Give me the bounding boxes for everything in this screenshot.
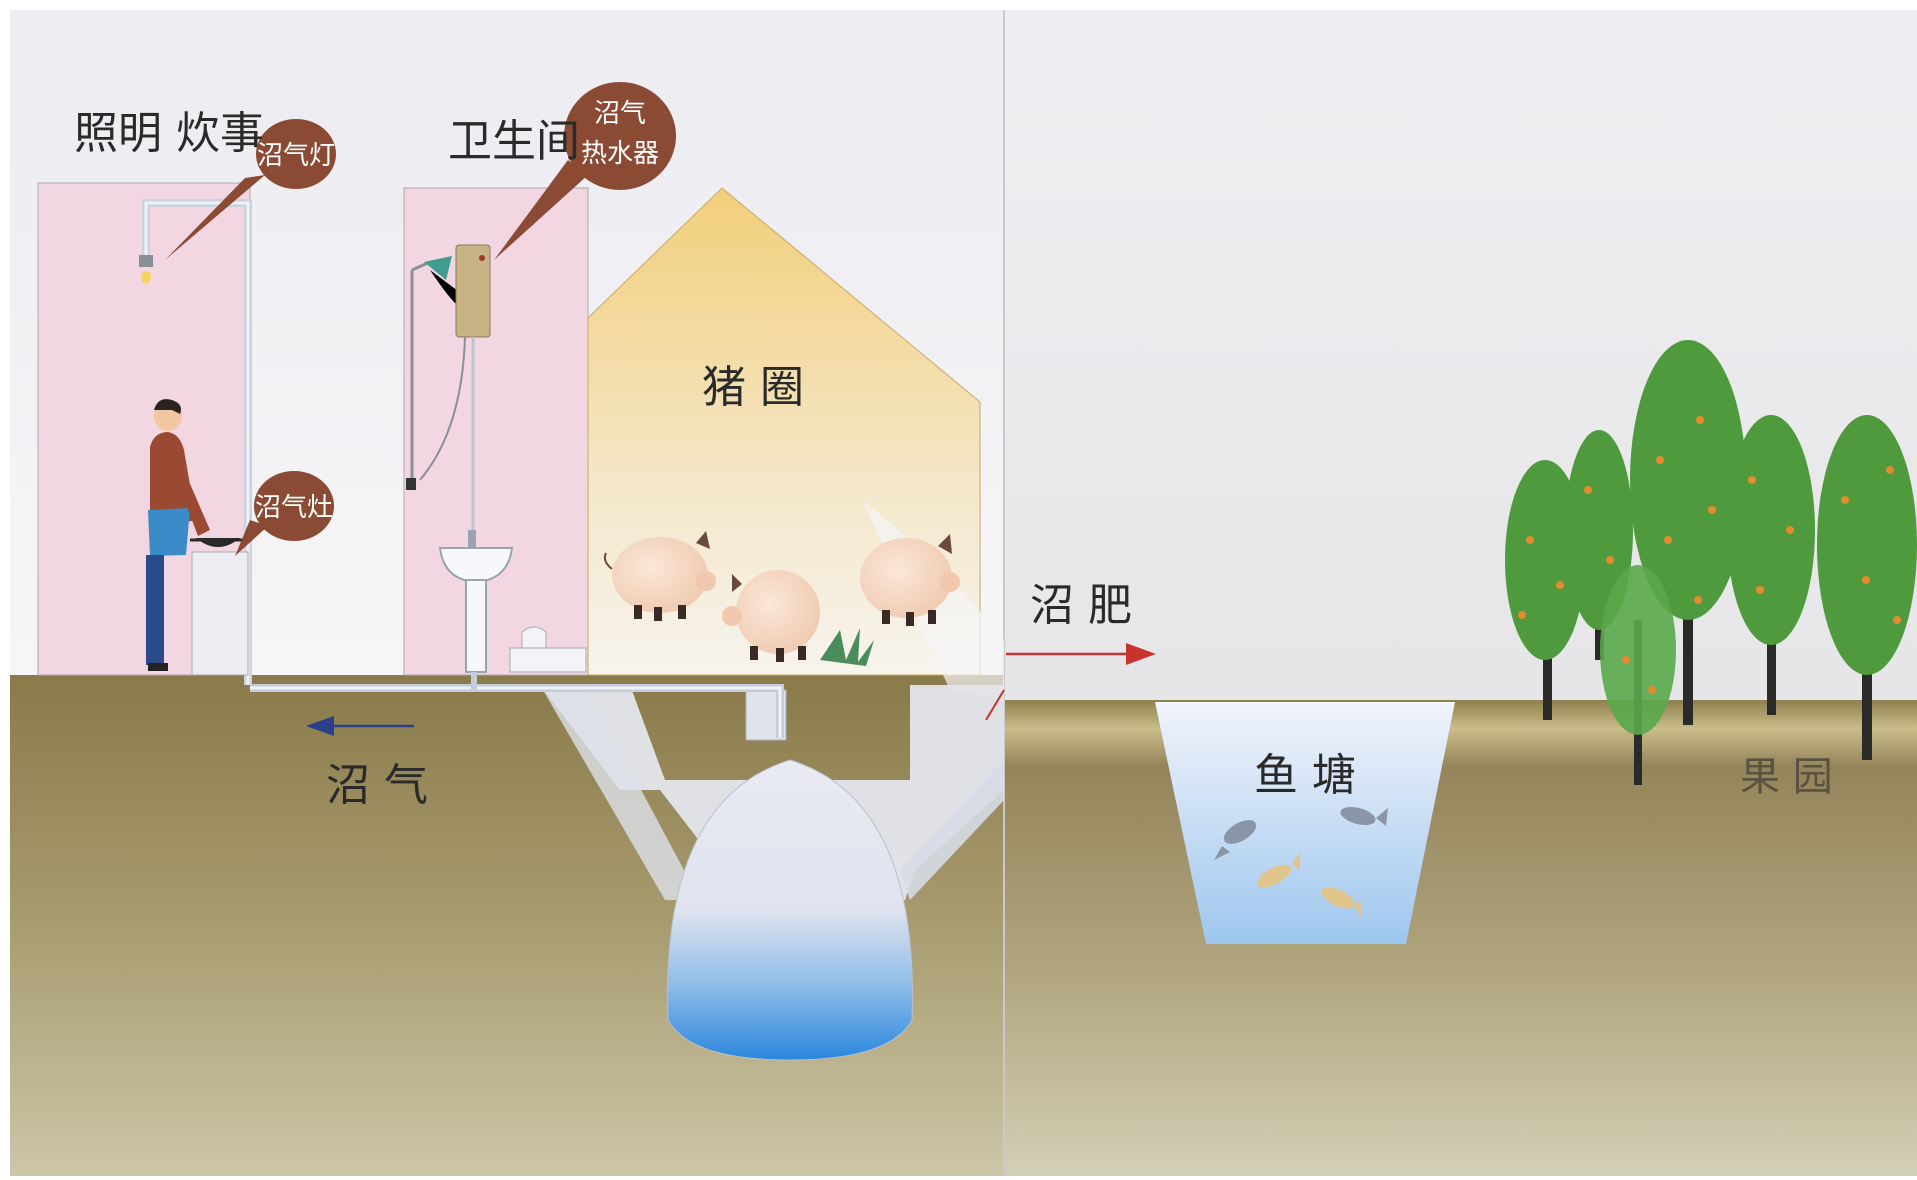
label-biogas: 沼 气 xyxy=(326,760,428,811)
bathroom-room xyxy=(403,187,589,676)
pig-icon xyxy=(722,570,820,662)
soil-right xyxy=(1005,700,1917,1176)
biogas-stove-label: 沼气灶 xyxy=(255,493,333,523)
callout-biogas-lamp: 沼气灯 xyxy=(165,119,336,260)
label-orchard: 果 园 xyxy=(1740,754,1833,800)
water-heater-icon xyxy=(419,244,491,530)
callout-water-heater: 沼气 热水器 xyxy=(494,82,676,260)
callout-biogas-stove: 沼气灶 xyxy=(235,471,334,556)
label-bathroom: 卫生间 xyxy=(448,116,580,167)
fish-icon xyxy=(1256,852,1300,888)
label-fish-pond: 鱼 塘 xyxy=(1254,750,1356,801)
fish-icon xyxy=(1340,806,1388,826)
label-pig-pen: 猪 圈 xyxy=(702,362,804,413)
fertilizer-flow-arrow xyxy=(985,643,1156,721)
water-heater-label-line2: 热水器 xyxy=(581,139,659,169)
label-biogas-fertilizer: 沼 肥 xyxy=(1030,580,1132,631)
pig-icon xyxy=(860,534,960,626)
biogas-lamp-icon xyxy=(139,255,153,283)
grass-icon xyxy=(820,628,874,666)
toilet-icon xyxy=(509,626,587,673)
label-lighting-cooking: 照明 炊事 xyxy=(74,108,264,159)
biogas-lamp-label: 沼气灯 xyxy=(257,141,335,171)
biogas-stove-icon xyxy=(190,538,249,676)
biogas-digester-tank xyxy=(667,759,913,1061)
fish-icon xyxy=(1321,887,1362,918)
orchard-trees xyxy=(1505,340,1917,785)
fish-icon xyxy=(1214,820,1257,860)
fish-pond xyxy=(1155,702,1455,944)
water-heater-label-line1: 沼气 xyxy=(594,99,646,129)
biogas-flow-arrow xyxy=(306,716,414,736)
pig-icon xyxy=(603,531,716,621)
person-cooking-icon xyxy=(146,399,210,671)
